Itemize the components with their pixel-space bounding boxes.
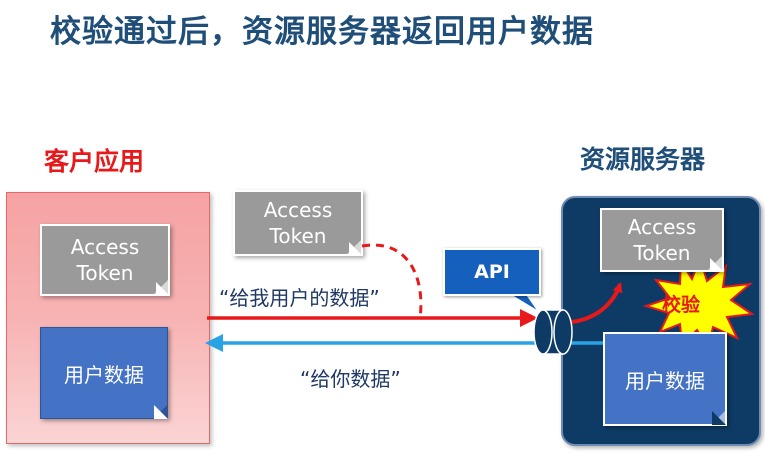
client-app-title: 客户应用 (44, 147, 145, 176)
resource-server-title: 资源服务器 (580, 145, 706, 174)
cylinder-port-icon (533, 309, 573, 355)
server-user-data: 用户数据 (603, 332, 727, 426)
client-token-line1: Access (70, 235, 140, 259)
client-access-token: Access Token (40, 224, 170, 296)
response-arrow-head (205, 334, 223, 352)
transit-access-token: Access Token (233, 190, 363, 256)
server-user-data-label: 用户数据 (625, 368, 705, 393)
client-token-line2: Token (76, 261, 134, 285)
verify-label: 校验 (662, 294, 701, 316)
api-callout: API (443, 248, 541, 296)
request-message: “给我用户的数据” (219, 286, 380, 310)
token-attach-dashed-curve (361, 243, 423, 319)
request-arrow-head (520, 309, 538, 327)
verify-curve-arrow (571, 282, 623, 324)
transit-token-line1: Access (263, 198, 333, 222)
explosion-burst-icon (642, 254, 755, 351)
transit-token-line2: Token (269, 224, 327, 248)
server-access-token: Access Token (600, 208, 724, 272)
server-token-line1: Access (627, 215, 697, 239)
response-message: “给你数据” (300, 367, 401, 391)
server-token-line2: Token (633, 241, 691, 265)
client-user-data: 用户数据 (40, 327, 168, 419)
api-label: API (474, 261, 510, 283)
client-user-data-label: 用户数据 (64, 362, 144, 387)
page-title: 校验通过后，资源服务器返回用户数据 (50, 14, 594, 50)
